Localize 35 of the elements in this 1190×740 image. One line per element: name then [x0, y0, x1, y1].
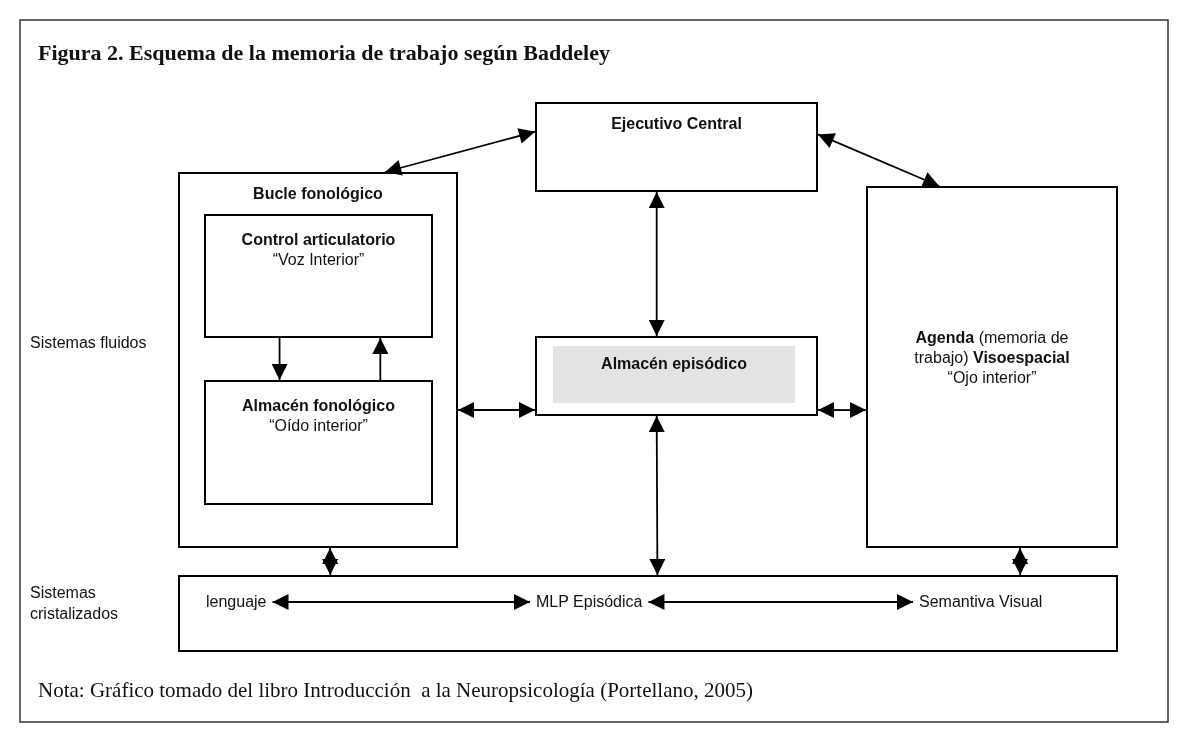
box-subtitle: “Ojo interior” — [946, 368, 1038, 388]
box-heading: Control articulatorio — [240, 230, 397, 250]
arrow — [457, 402, 536, 418]
arrow — [322, 547, 339, 576]
arrow — [372, 337, 389, 381]
memory-label: MLP Episódica — [535, 592, 644, 612]
arrow — [384, 128, 536, 176]
box-heading: Bucle fonológico — [252, 184, 384, 204]
memory-label: lenguaje — [205, 592, 268, 612]
box-heading: Ejecutivo Central — [610, 114, 743, 134]
side-label: Sistemas cristalizados — [30, 583, 120, 624]
module-box — [866, 186, 1118, 548]
arrow — [271, 337, 288, 381]
module-box — [535, 102, 818, 192]
arrow — [1012, 547, 1029, 576]
arrow — [648, 191, 665, 337]
box-subtitle: “Oído interior” — [268, 416, 369, 436]
arrow — [648, 415, 666, 576]
arrow — [817, 402, 867, 419]
side-label: Sistemas fluidos — [30, 333, 148, 353]
box-subtitle: “Voz Interior” — [271, 250, 366, 270]
component-box — [204, 380, 433, 505]
figure-note: Nota: Gráfico tomado del libro Introducción a la Neuropsicología (Portellano, 2005) — [38, 678, 753, 703]
module-box — [535, 336, 818, 416]
box-heading: Agenda (memoria de trabajo) Visoespacial — [913, 328, 1071, 368]
arrow — [647, 594, 914, 610]
empty-box — [178, 575, 1118, 652]
figure-title: Figura 2. Esquema de la memoria de trabajo según Baddeley — [38, 40, 610, 66]
memory-label: Semantiva Visual — [918, 592, 1044, 612]
box-heading: Almacén episódico — [600, 354, 748, 374]
box-heading: Almacén fonológico — [241, 396, 396, 416]
arrow — [271, 594, 531, 610]
arrow — [817, 133, 940, 188]
component-box — [204, 214, 433, 338]
module-box — [178, 172, 458, 548]
